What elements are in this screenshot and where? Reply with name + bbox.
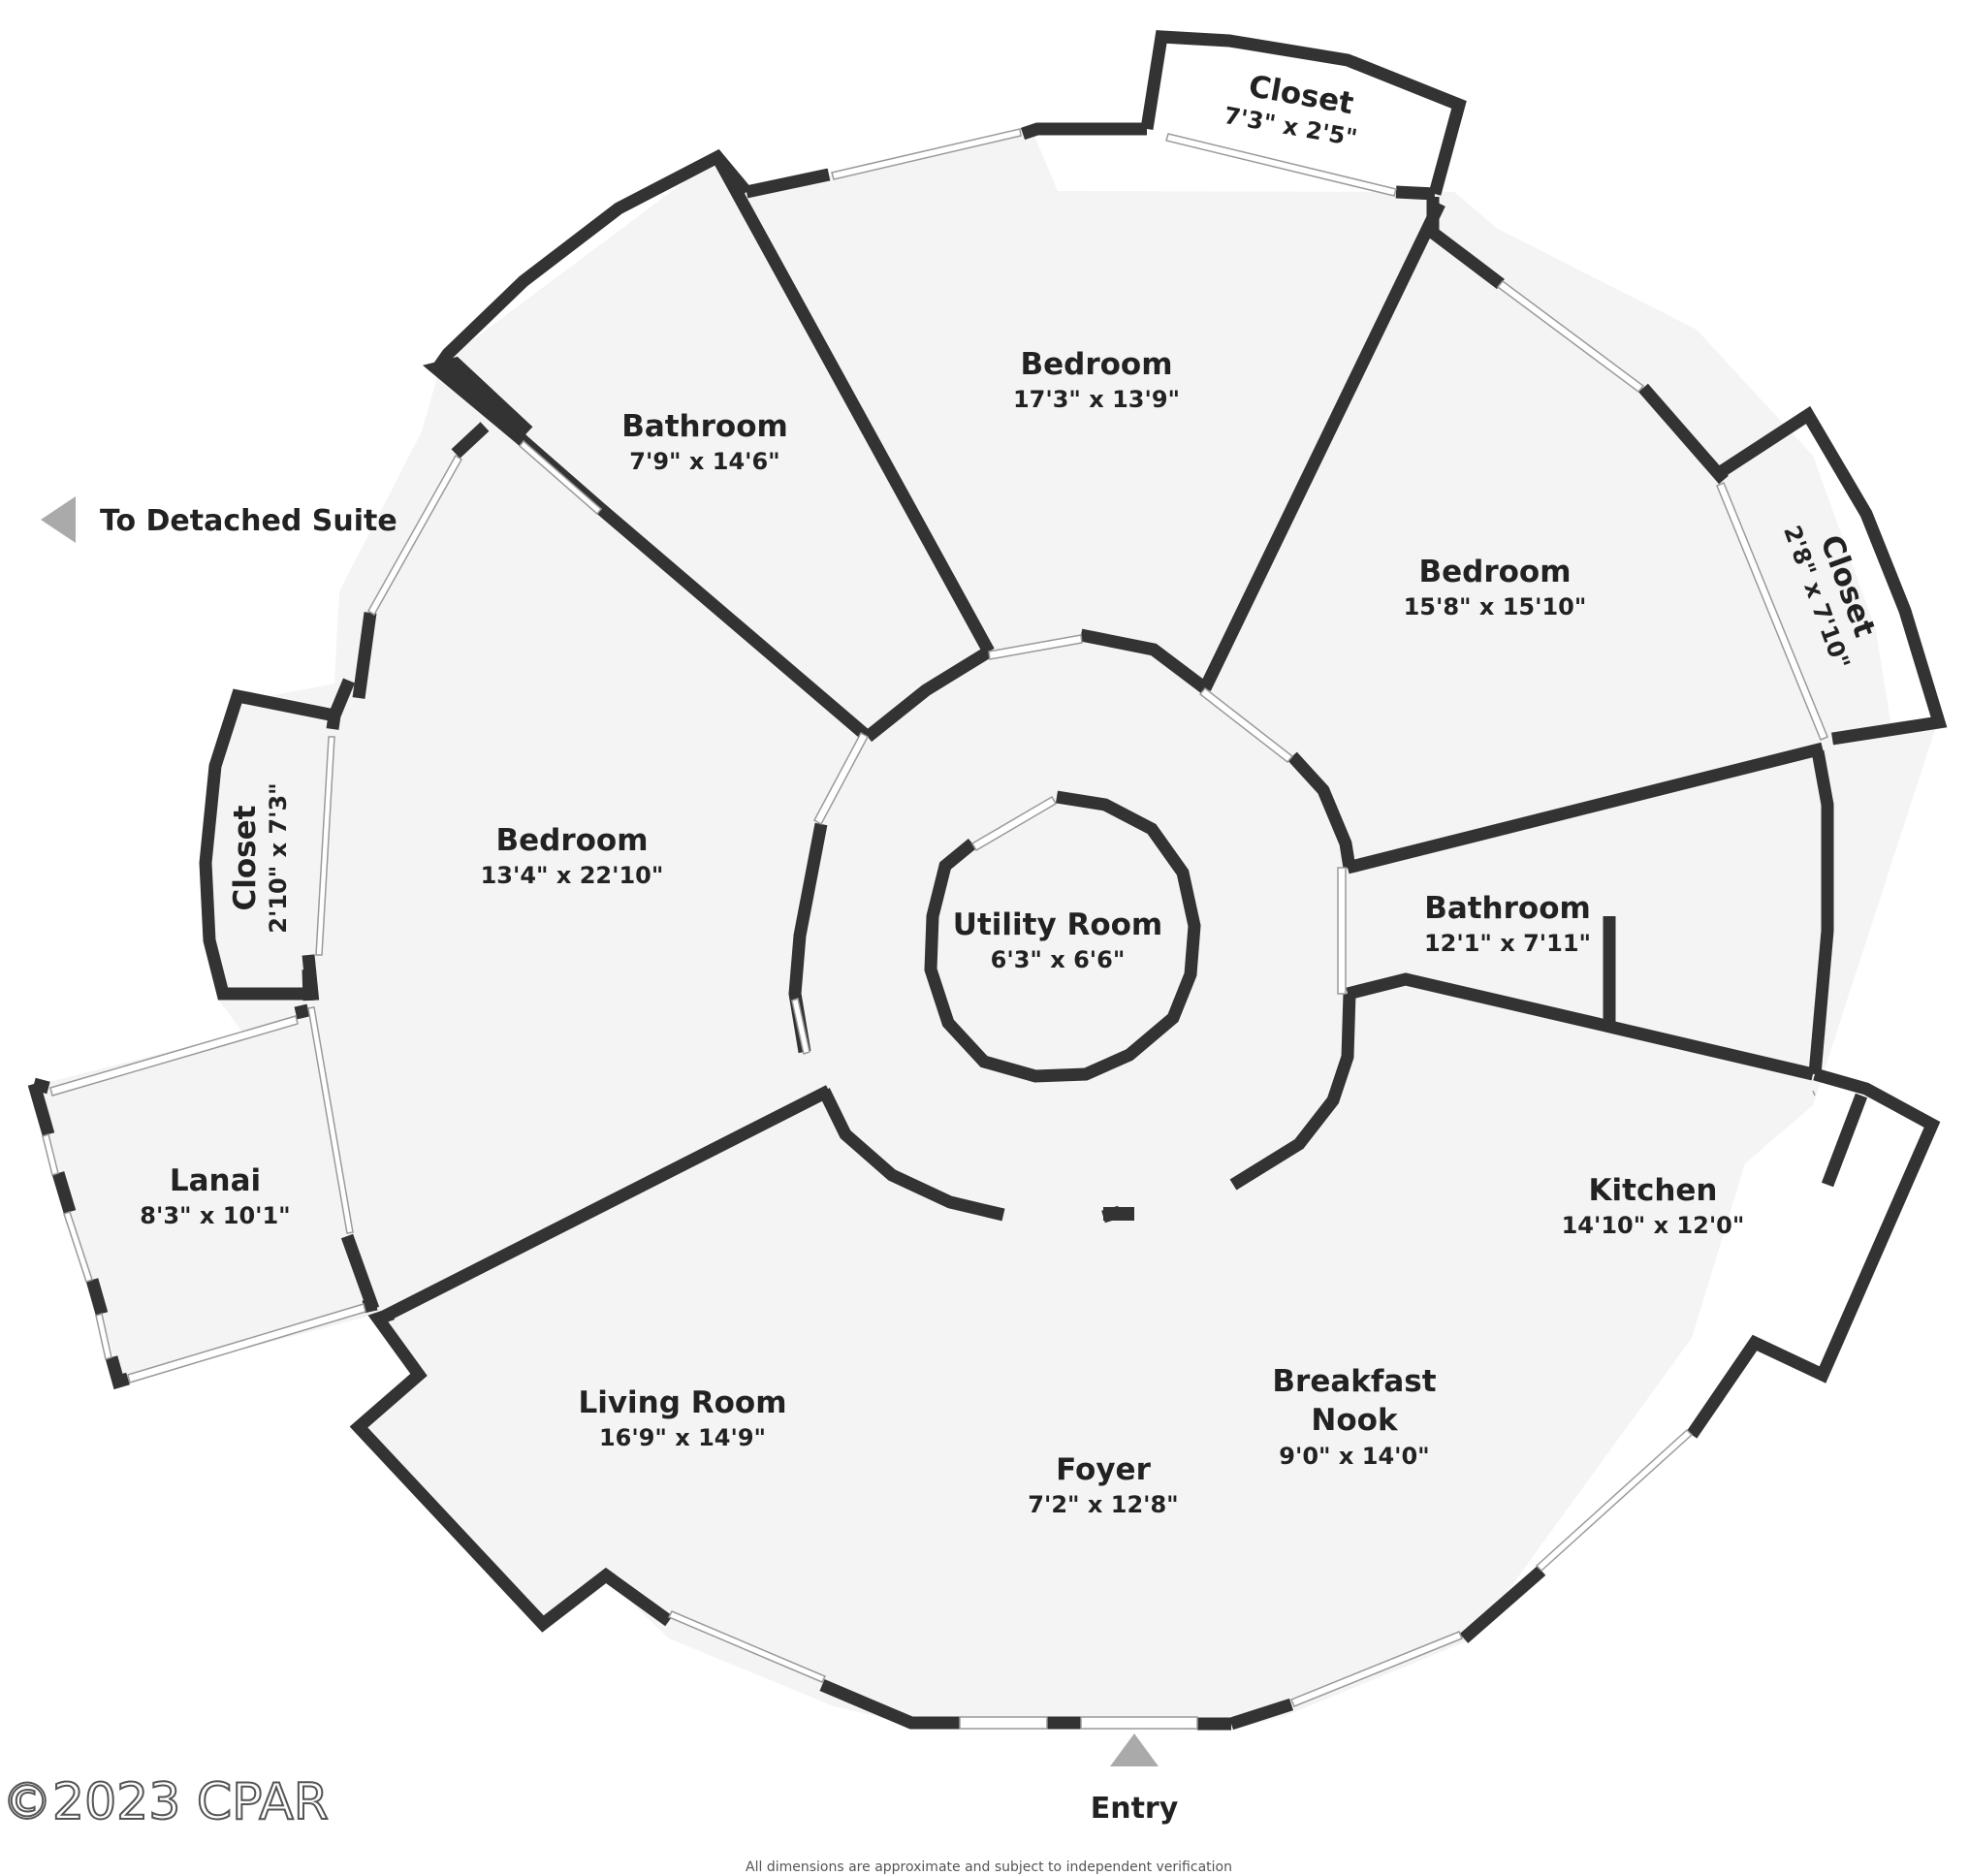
copyright-watermark: ©2023 CPAR: [2, 1773, 329, 1831]
bedroom-top-dims: 17'3" x 13'9": [1013, 386, 1180, 413]
entry-marker: Entry: [1091, 1733, 1179, 1826]
lanai-walls: [27, 1003, 378, 1390]
bedroom-w-name: Bedroom: [495, 823, 648, 858]
utility-name: Utility Room: [953, 907, 1162, 942]
closet-top-label: Closet 7'3" x 2'5": [1223, 69, 1359, 152]
lanai-name: Lanai: [170, 1163, 261, 1198]
room-labels: Closet 7'3" x 2'5" Bedroom 17'3" x 13'9"…: [140, 69, 1882, 1518]
doorway-marker: [1103, 1207, 1134, 1221]
detached-suite-marker: To Detached Suite: [41, 496, 397, 543]
entry-label: Entry: [1091, 1792, 1179, 1826]
interior-walls: [377, 153, 1868, 1324]
utility-dims: 6'3" x 6'6": [991, 946, 1126, 973]
utility-walls: [924, 790, 1201, 1083]
foyer-name: Foyer: [1056, 1452, 1151, 1487]
bedroom-w-dims: 13'4" x 22'10": [481, 862, 664, 889]
bedroom-ne-name: Bedroom: [1418, 555, 1571, 589]
up-arrow-icon: [1110, 1733, 1159, 1766]
breakfast-nook-name-1: Breakfast: [1272, 1364, 1436, 1399]
bedroom-top-name: Bedroom: [1020, 347, 1172, 382]
living-room-dims: 16'9" x 14'9": [599, 1424, 766, 1451]
bathroom-nw-dims: 7'9" x 14'6": [629, 448, 779, 475]
bedroom-ne-dims: 15'8" x 15'10": [1404, 593, 1587, 620]
disclaimer: All dimensions are approximate and subje…: [746, 1860, 1232, 1875]
living-room-name: Living Room: [578, 1385, 786, 1420]
lanai-dims: 8'3" x 10'1": [140, 1202, 290, 1229]
breakfast-nook-name-2: Nook: [1311, 1403, 1399, 1438]
bathroom-e-name: Bathroom: [1424, 891, 1591, 926]
left-arrow-icon: [41, 496, 76, 543]
foyer-dims: 7'2" x 12'8": [1028, 1491, 1178, 1518]
kitchen-name: Kitchen: [1588, 1173, 1717, 1208]
svg-text:Closet: Closet: [228, 805, 263, 910]
bathroom-e-dims: 12'1" x 7'11": [1424, 930, 1591, 957]
svg-text:2'10" x 7'3": 2'10" x 7'3": [265, 782, 292, 933]
bathroom-nw-name: Bathroom: [621, 409, 788, 444]
detached-suite-label: To Detached Suite: [100, 504, 397, 538]
kitchen-dims: 14'10" x 12'0": [1562, 1212, 1745, 1239]
closet-left-label: Closet 2'10" x 7'3": [228, 782, 292, 933]
floor-area: [34, 131, 1939, 1731]
breakfast-nook-dims: 9'0" x 14'0": [1279, 1443, 1429, 1470]
windows: [42, 128, 1828, 1730]
